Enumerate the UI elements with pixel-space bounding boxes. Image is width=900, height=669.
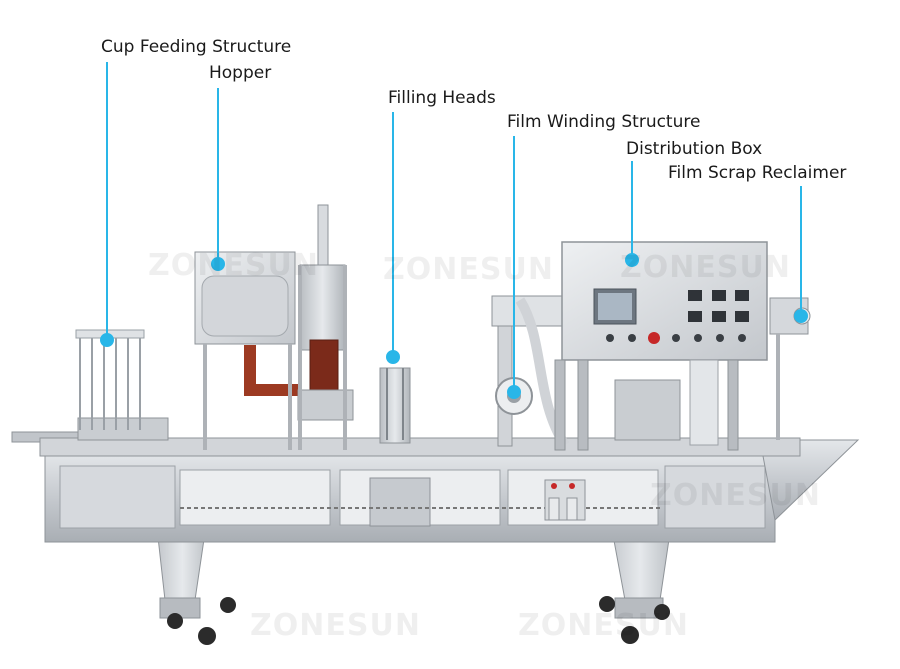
caster-wheels (167, 596, 670, 645)
sealing-station (554, 359, 739, 451)
watermark: ZONESUN (148, 248, 319, 283)
label-hopper: Hopper (209, 63, 272, 83)
filling-heads (379, 367, 411, 444)
air-regulator (544, 479, 586, 521)
watermark: ZONESUN (518, 608, 689, 643)
main-frame (11, 431, 860, 543)
watermark: ZONESUN (250, 608, 421, 643)
label-film-winding-structure: Film Winding Structure (507, 112, 701, 132)
film-winding-structure (491, 295, 573, 448)
label-cup-feeding-structure: Cup Feeding Structure (101, 37, 292, 57)
hopper (194, 251, 300, 450)
label-film-scrap-reclaimer: Film Scrap Reclaimer (668, 163, 847, 183)
cup-feeding-structure (75, 329, 169, 441)
filling-cylinder (297, 204, 354, 450)
watermark: ZONESUN (383, 252, 554, 287)
label-filling-heads: Filling Heads (388, 88, 496, 108)
callout-lines (100, 62, 808, 399)
label-distribution-box: Distribution Box (626, 139, 763, 159)
distribution-box (561, 241, 768, 361)
watermark: ZONESUN (650, 478, 821, 513)
watermark: ZONESUN (620, 250, 791, 285)
